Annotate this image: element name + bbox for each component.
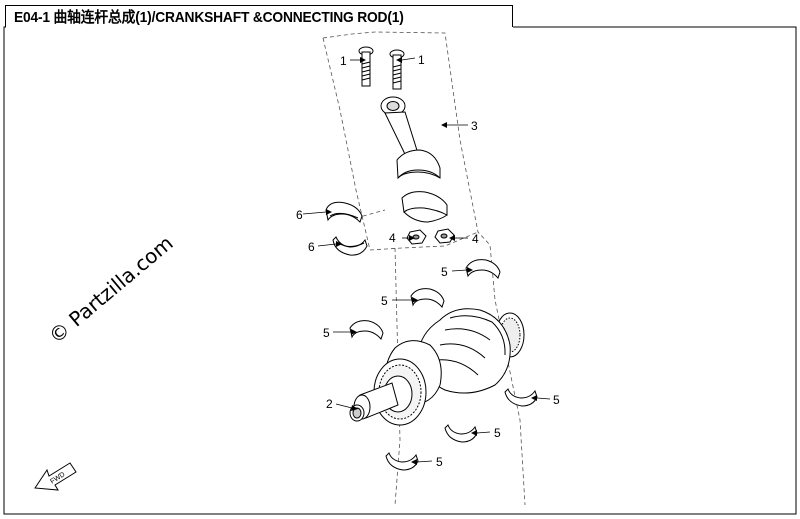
callout-5-b: 5 (381, 294, 388, 308)
callout-4-right: 4 (472, 232, 479, 246)
part-1-bolt-right (389, 49, 405, 90)
callout-6-upper: 6 (296, 208, 303, 222)
part-1-bolt-left (358, 46, 374, 87)
part-2-crankshaft (349, 308, 525, 426)
part-3-connecting-rod (380, 96, 448, 223)
callout-leaders (302, 57, 551, 463)
callout-5-d: 5 (553, 393, 560, 407)
part-6-bearing-upper (325, 201, 363, 223)
callout-4-left: 4 (389, 231, 396, 245)
fwd-arrow-icon: FWD (34, 462, 77, 491)
part-5-bearings (349, 259, 538, 471)
diagram-frame (3, 26, 797, 515)
title-box (5, 5, 513, 27)
callout-2: 2 (326, 397, 333, 411)
callout-5-a: 5 (441, 265, 448, 279)
callout-arrowheads (326, 57, 537, 465)
callout-6-lower: 6 (308, 240, 315, 254)
part-6-bearing-lower (332, 236, 368, 256)
callout-3: 3 (471, 119, 478, 133)
callout-5-e: 5 (494, 426, 501, 440)
callout-5-c: 5 (323, 326, 330, 340)
part-4-nut-right (434, 228, 455, 244)
callout-1-left: 1 (340, 54, 347, 68)
callout-1-right: 1 (418, 53, 425, 67)
page-title: E04-1 曲轴连杆总成(1)/CRANKSHAFT &CONNECTING R… (14, 9, 404, 26)
callout-5-f: 5 (436, 455, 443, 469)
